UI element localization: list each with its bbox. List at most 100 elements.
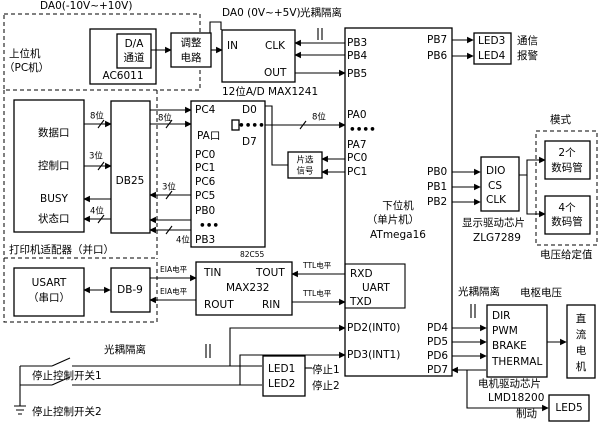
chip-pc6: PC6	[195, 176, 216, 188]
zlg-caption-line2: ZLG7289	[473, 232, 521, 244]
chip-d7: D7	[242, 136, 257, 148]
dc-motor-char3: 电	[576, 344, 587, 357]
chip-82c55-label: 82C55	[240, 250, 265, 259]
chip-pb0: PB0	[195, 205, 215, 217]
led3-led4-block: LED3 LED4	[473, 32, 512, 65]
led2-label: LED2	[268, 378, 295, 390]
max232-tin: TIN	[203, 267, 221, 279]
lmd-dir-pin: DIR	[492, 310, 510, 322]
da0-label: DA0 (0V~+5V)	[222, 7, 301, 19]
pin-txd: TXD	[349, 296, 372, 308]
comm-alarm-line2: 报警	[517, 49, 538, 62]
eia-level-2: EIA电平	[160, 286, 188, 296]
dc-motor-char1: 直	[576, 312, 587, 325]
pin-pb0: PB0	[427, 166, 447, 178]
chip-pc5: PC5	[195, 190, 215, 202]
adc-max1241-block: DA0 (0V~+5V) IN CLK OUT 12位A/D MAX1241	[209, 7, 318, 98]
led1-led2-block: LED1 LED2	[262, 355, 306, 397]
eia-level-1: EIA电平	[160, 264, 188, 274]
mcu-title: 下位机	[382, 199, 414, 212]
pin-pd4: PD4	[427, 322, 448, 334]
bits-8a: 8位	[90, 111, 104, 122]
pin-pc1: PC1	[347, 166, 367, 178]
pin-pa0: PA0	[347, 109, 367, 121]
voltage-set-label: 电压给定值	[540, 248, 593, 261]
digit4-line1: 4个	[558, 202, 576, 214]
mcu-model: ATmega16	[370, 229, 426, 241]
adc-out-pin: OUT	[264, 67, 287, 79]
bits-3b: 3位	[162, 182, 176, 193]
pin-pd5: PD5	[427, 336, 448, 348]
lmd-pwm-pin: PWM	[492, 325, 518, 337]
host-pc-region: DA0(-10V~+10V) 上位机 （PC机）	[3, 0, 201, 91]
db9-block: DB-9	[110, 267, 151, 313]
chip-pc1: PC1	[195, 162, 215, 174]
chip-dots2: ••••	[238, 120, 265, 132]
adjust-line2: 电路	[181, 51, 202, 64]
zlg7289-block: DIO CS CLK	[480, 156, 520, 212]
adc-title: 12位A/D MAX1241	[222, 85, 318, 98]
mode-title: 模式	[550, 113, 571, 126]
usart-block: USART （串口）	[13, 267, 85, 317]
max232-tout: TOUT	[255, 267, 285, 279]
pin-pd2-int0: PD2(INT0)	[347, 322, 400, 334]
host-pc-title: 上位机	[9, 47, 41, 60]
pin-uart: UART	[362, 282, 390, 294]
pin-rxd: RXD	[350, 268, 373, 280]
usart-sublabel: （串口）	[28, 292, 70, 304]
da-label-line1: D/A	[125, 38, 145, 50]
chip-select-line1: 片选	[296, 155, 314, 166]
opto-isolation-bottom: 光耦隔离	[104, 343, 146, 356]
chip-pa-port: PA口	[197, 130, 220, 142]
zlg-dio-pin: DIO	[486, 165, 505, 177]
max232-rin: RIN	[262, 299, 280, 311]
lmd-thermal-pin: THERMAL	[491, 356, 542, 368]
led4-label: LED4	[478, 50, 506, 62]
db25-block: DB25	[110, 100, 151, 234]
dc-motor-char4: 机	[576, 360, 587, 373]
max232-name: MAX232	[226, 282, 269, 294]
mcu-atmega16-block: PB3 PB4 PB5 PA0 •••• PA7 PC0 PC1 RXD UAR…	[344, 27, 453, 377]
digit2-line1: 2个	[558, 147, 576, 159]
chip-select-line2: 信号	[296, 166, 313, 177]
bits-3a: 3位	[89, 151, 103, 162]
brake-label: 制动	[516, 407, 537, 420]
chip-82c55-block: PC4 PA口 PC0 PC1 PC6 PC5 PB0 ••• PB3 D0 •…	[190, 100, 266, 259]
bits-4a: 4位	[90, 206, 104, 217]
busy-label: BUSY	[40, 193, 69, 205]
host-pc-subtitle: （PC机）	[4, 61, 49, 74]
ctrl-port-label: 控制口	[38, 159, 70, 172]
chip-pc0: PC0	[195, 149, 215, 161]
adjust-circuit-block: 调整 电路	[170, 32, 212, 68]
digit2-line2: 数码管	[551, 161, 583, 174]
zlg-cs-pin: CS	[488, 180, 502, 192]
pin-dots: ••••	[349, 124, 376, 136]
stop2-label: 停止2	[312, 379, 340, 392]
pin-pc0: PC0	[347, 152, 367, 164]
status-port-label: 状态口	[38, 212, 70, 225]
dc-motor-char2: 流	[576, 328, 587, 341]
max232-block: TIN TOUT MAX232 ROUT RIN	[195, 261, 293, 316]
bits-4b: 4位	[176, 235, 190, 246]
zlg-clk-pin: CLK	[486, 194, 507, 206]
mcu-subtitle: （单片机）	[367, 213, 420, 226]
pin-pb4: PB4	[347, 50, 368, 62]
printer-adapter-label: 打印机适配器（并口）	[9, 243, 114, 256]
pin-pb5: PB5	[347, 68, 367, 80]
opto-isolation-top: 光耦隔离	[300, 6, 342, 19]
max232-rout: ROUT	[204, 299, 234, 311]
da0-range-label: DA0(-10V~+10V)	[40, 0, 132, 12]
pin-pb1: PB1	[427, 181, 447, 193]
bits-8b: 8位	[158, 113, 172, 124]
chip-select-block: 片选 信号	[287, 151, 323, 179]
lmd18200-block: DIR PWM BRAKE THERMAL	[486, 304, 548, 378]
stop1-label: 停止1	[312, 363, 340, 376]
pin-pd3-int1: PD3(INT1)	[347, 349, 400, 361]
da-label-line2: 通道	[124, 51, 145, 64]
motor-voltage-label: 电枢电压	[520, 286, 562, 299]
stop-switch-1-label: 停止控制开关1	[32, 369, 102, 382]
pin-pd7: PD7	[427, 364, 448, 376]
adc-in-pin: IN	[227, 40, 238, 52]
bits-8c: 8位	[312, 112, 326, 123]
